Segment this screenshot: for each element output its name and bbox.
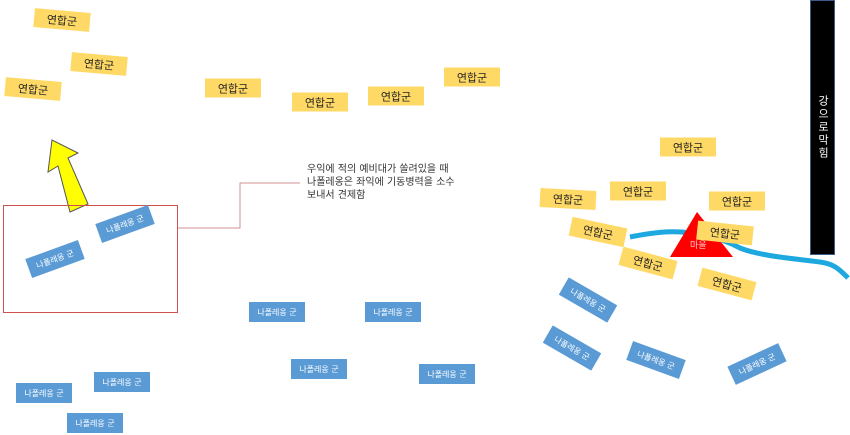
napoleon-unit: 나폴레옹 군: [94, 372, 150, 392]
napoleon-unit: 나폴레옹 군: [67, 413, 123, 433]
river-barrier: 강으로막힘: [810, 0, 835, 255]
allied-unit: 연합군: [539, 188, 597, 210]
allied-unit: 연합군: [205, 78, 261, 98]
village-label: 마을: [690, 241, 707, 251]
napoleon-unit: 나폴레옹 군: [16, 383, 72, 403]
napoleon-unit: 나폴레옹 군: [249, 302, 305, 322]
note-line: 나폴레옹은 좌익에 기동병력을 소수: [307, 177, 455, 188]
left-flank-frame: [3, 205, 178, 313]
allied-unit: 연합군: [660, 137, 716, 157]
advance-arrow: [47, 139, 89, 213]
napoleon-unit: 나폴레옹 군: [291, 359, 347, 379]
allied-unit: 연합군: [610, 181, 666, 201]
allied-unit: 연합군: [368, 86, 424, 106]
napoleon-unit: 나폴레옹 군: [419, 364, 475, 384]
note-line: 보내서 견제함: [307, 190, 366, 201]
allied-unit: 연합군: [709, 191, 765, 211]
allied-unit: 연합군: [292, 92, 348, 112]
note-line: 우익에 적의 예비대가 쏠려있을 때: [307, 164, 449, 175]
river: [629, 229, 850, 280]
annotation-note: 우익에 적의 예비대가 쏠려있을 때 나폴레옹은 좌익에 기동병력을 소수 보내…: [307, 163, 487, 202]
napoleon-unit: 나폴레옹 군: [365, 302, 421, 322]
note-connector: [178, 182, 300, 229]
allied-unit: 연합군: [444, 67, 500, 87]
